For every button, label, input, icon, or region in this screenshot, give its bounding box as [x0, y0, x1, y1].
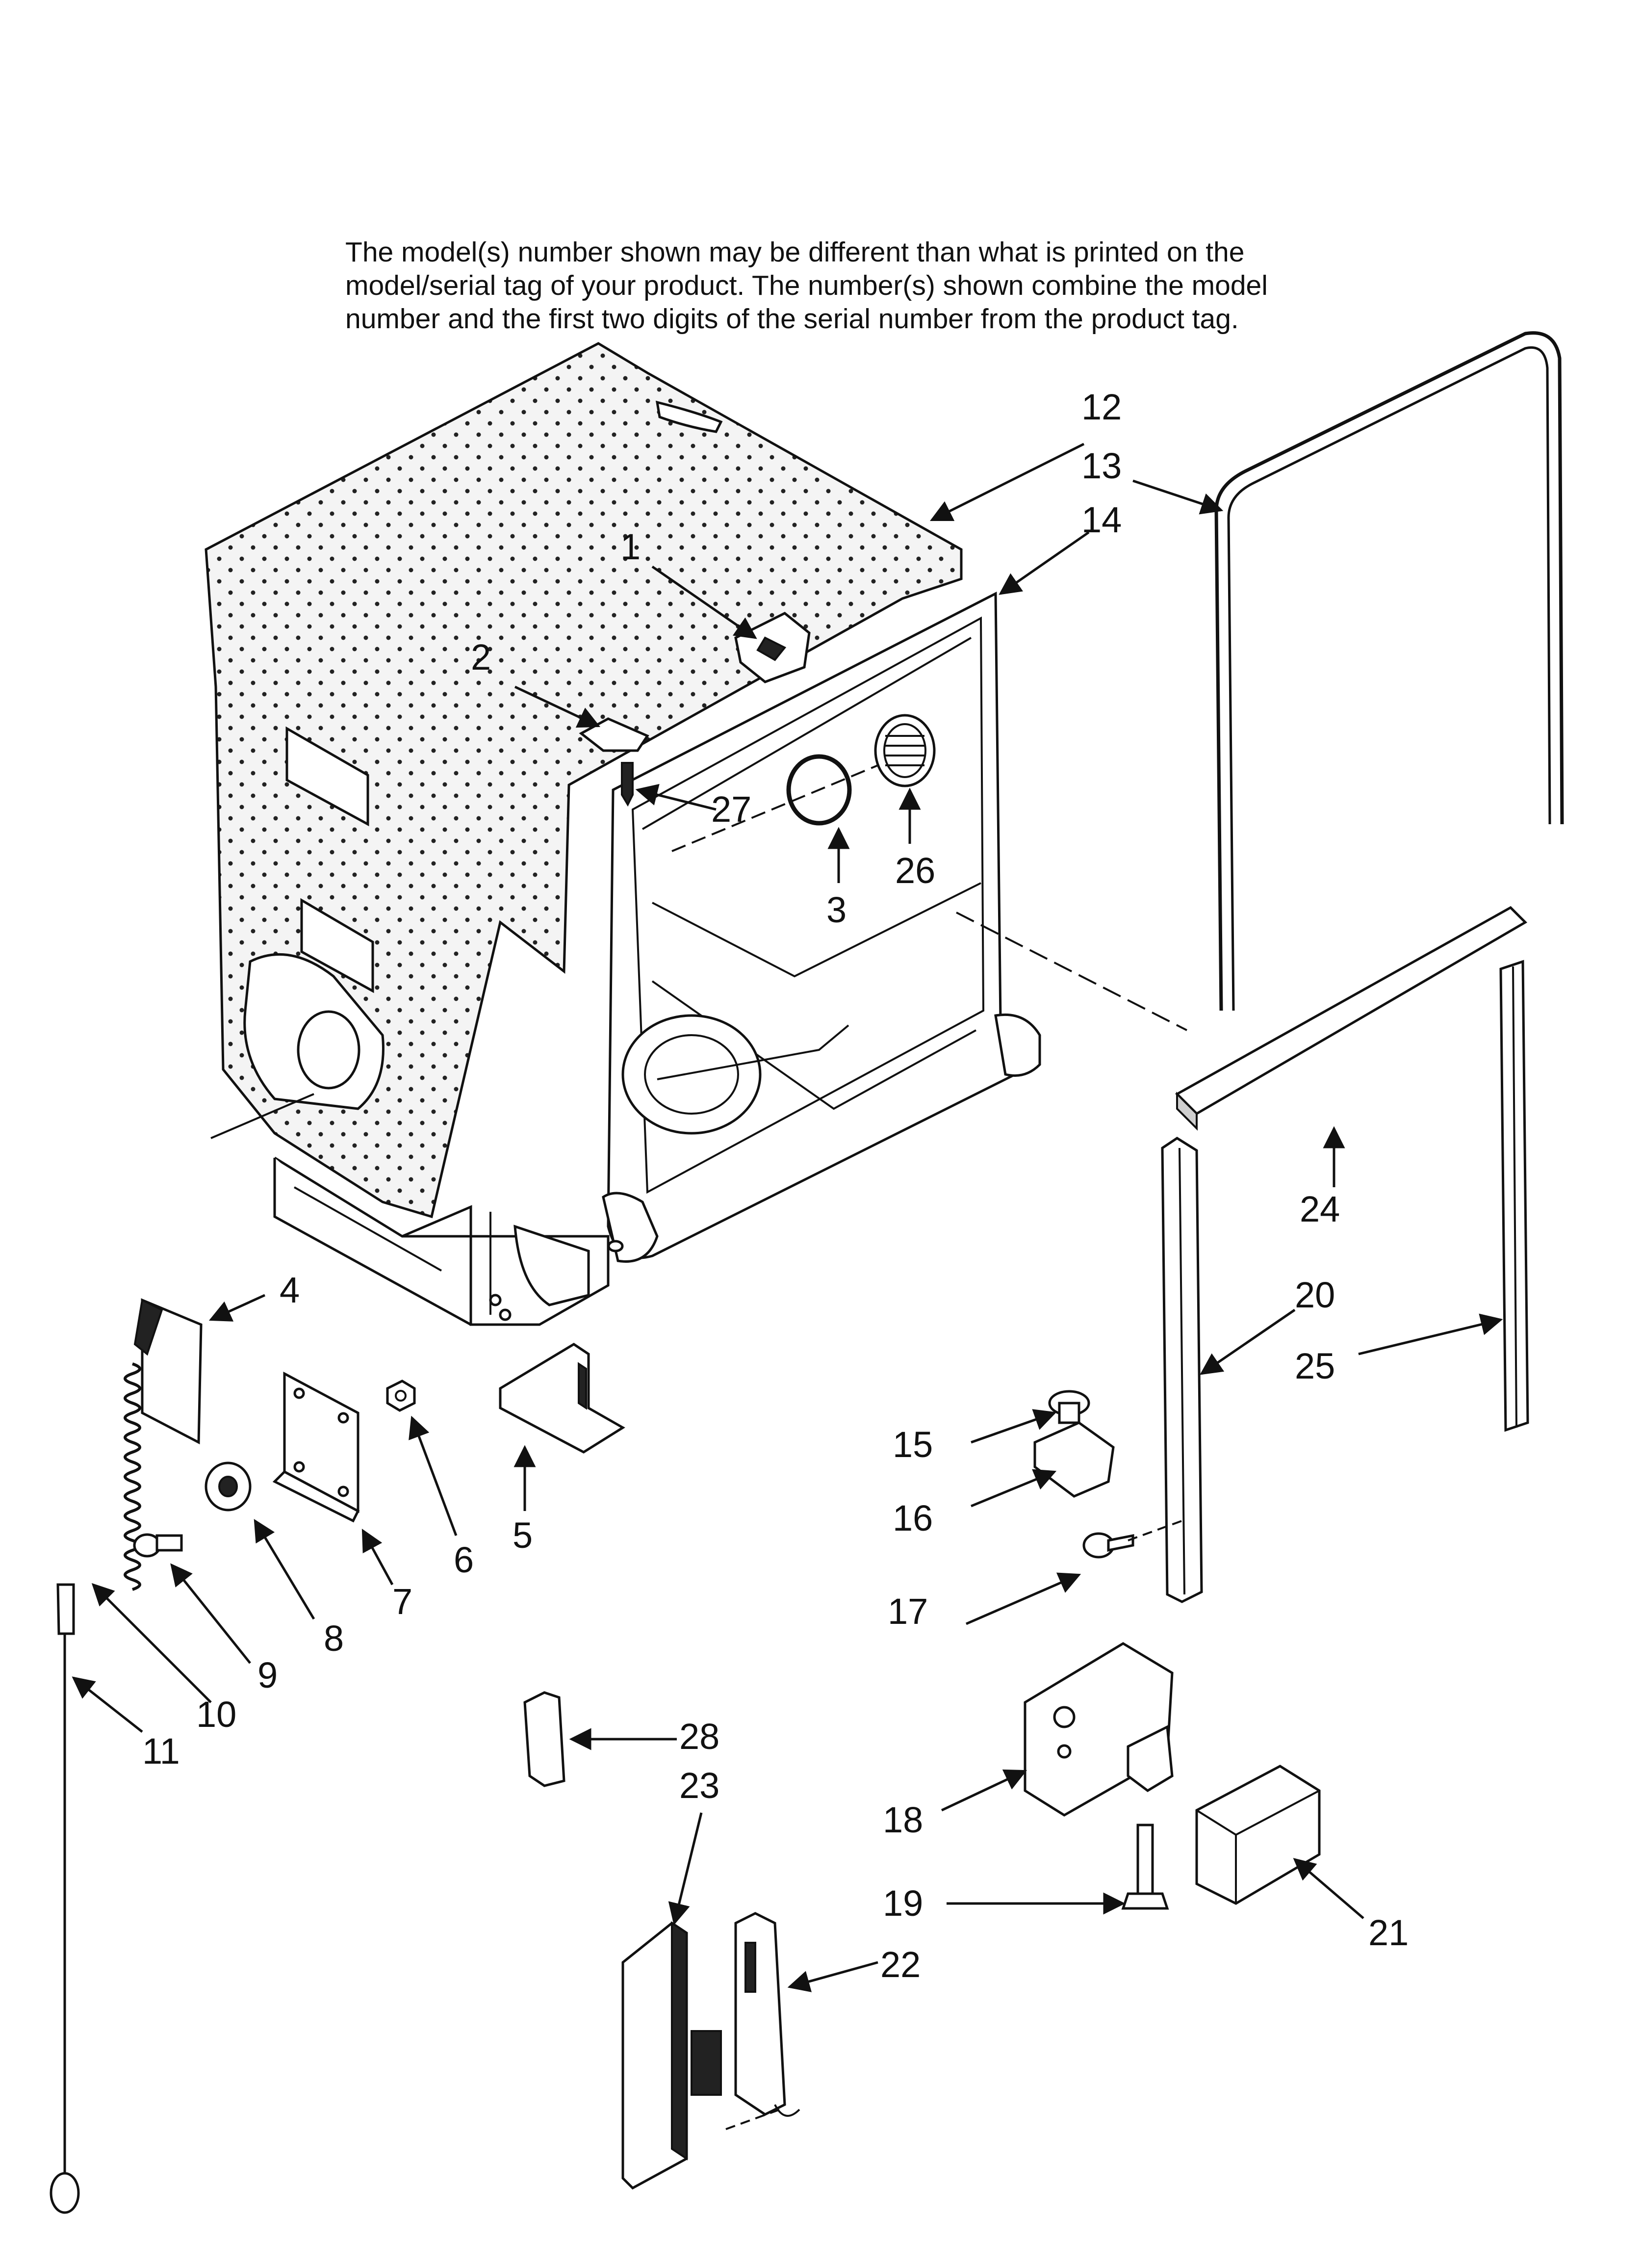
leader-22 — [787, 1961, 878, 1992]
part-21-cover — [1195, 1765, 1321, 1905]
leader-25 — [1358, 1313, 1503, 1356]
callout-2: 2 — [471, 637, 491, 678]
part-7-plate — [272, 1371, 360, 1523]
leader-11 — [72, 1676, 143, 1733]
leader-10 — [91, 1583, 212, 1703]
callout-28: 28 — [679, 1716, 719, 1757]
leader-13 — [1132, 479, 1224, 515]
side-port — [297, 1010, 360, 1090]
part-23-panel — [621, 1921, 722, 2190]
leader-23 — [668, 1812, 703, 1926]
callout-26: 26 — [895, 850, 935, 891]
leader-27 — [635, 783, 717, 811]
note-line-2: model/serial tag of your product. The nu… — [345, 270, 1268, 301]
callout-18: 18 — [883, 1799, 923, 1840]
callout-6: 6 — [454, 1539, 474, 1580]
part-10-spring — [124, 1362, 141, 1591]
callout-4: 4 — [280, 1270, 300, 1310]
callout-9: 9 — [257, 1655, 278, 1695]
tub-assembly — [205, 342, 1041, 1326]
leader-12 — [929, 443, 1085, 521]
part-16-bracket — [1033, 1421, 1115, 1498]
leader-7 — [361, 1529, 394, 1586]
part-6-nut — [386, 1380, 416, 1412]
leader-1 — [651, 565, 757, 639]
part-5-bracket — [499, 1343, 625, 1454]
leader-2 — [514, 685, 601, 728]
part-9-shoulder-bolt — [133, 1533, 183, 1558]
leader-14 — [999, 531, 1090, 595]
callout-19: 19 — [883, 1883, 923, 1924]
insulation-blanket — [205, 342, 963, 1219]
callout-11: 11 — [142, 1731, 180, 1772]
callout-13: 13 — [1081, 445, 1122, 486]
leader-4 — [208, 1294, 266, 1322]
part-25-side-trim — [1499, 960, 1529, 1432]
leader-9 — [170, 1563, 251, 1664]
part-24-trim — [1175, 906, 1528, 1131]
callout-20: 20 — [1295, 1275, 1335, 1315]
callout-25: 25 — [1295, 1346, 1335, 1386]
part-8-roller — [205, 1461, 252, 1512]
leader-21 — [1293, 1858, 1364, 1919]
part-15-part — [1048, 1390, 1090, 1424]
part-19-leveling-leg — [1121, 1824, 1169, 1910]
callout-15: 15 — [893, 1424, 933, 1465]
callout-17: 17 — [888, 1591, 928, 1632]
callout-10: 10 — [196, 1694, 236, 1735]
part-13-gasket — [1214, 331, 1564, 1011]
leader-18 — [941, 1769, 1027, 1812]
callout-1: 1 — [620, 526, 641, 567]
part-20-side-trim — [1161, 1137, 1203, 1603]
callout-22: 22 — [880, 1944, 921, 1985]
callout-23: 23 — [679, 1765, 719, 1806]
leader-17 — [966, 1572, 1081, 1625]
sump-bowl — [621, 1014, 762, 1135]
callout-3: 3 — [826, 889, 847, 930]
callout-8: 8 — [324, 1618, 344, 1659]
callout-7: 7 — [392, 1581, 412, 1622]
callout-numbers: 12 13 14 1 2 27 3 26 24 20 25 4 5 6 7 8 … — [142, 387, 1409, 1985]
leader-lines — [72, 443, 1503, 1992]
leader-6 — [409, 1415, 458, 1536]
callout-12: 12 — [1081, 387, 1122, 427]
part-27-screw — [621, 762, 634, 807]
side-cutout-lower — [300, 898, 374, 993]
part-26-vent — [874, 714, 936, 787]
callout-5: 5 — [513, 1515, 533, 1556]
note-line-3: number and the first two digits of the s… — [345, 303, 1239, 335]
callout-27: 27 — [711, 789, 751, 830]
note-line-1: The model(s) number shown may be differe… — [345, 236, 1245, 268]
part-4-bracket — [133, 1298, 203, 1445]
model-number-note: The model(s) number shown may be differe… — [345, 235, 1326, 336]
part-28-clip — [523, 1691, 565, 1787]
part-11-cable — [50, 1583, 80, 2214]
part-18-bracket — [1024, 1642, 1174, 1817]
callout-24: 24 — [1300, 1189, 1340, 1229]
side-cutout-upper — [285, 726, 369, 827]
leader-15 — [971, 1409, 1057, 1444]
part-17-screw — [1082, 1532, 1134, 1559]
leader-8 — [254, 1519, 315, 1620]
part-22-bracket — [734, 1912, 800, 2117]
callout-21: 21 — [1368, 1912, 1409, 1953]
callout-14: 14 — [1081, 499, 1122, 540]
leader-16 — [971, 1469, 1057, 1508]
callout-16: 16 — [893, 1498, 933, 1538]
leader-20 — [1200, 1308, 1296, 1375]
